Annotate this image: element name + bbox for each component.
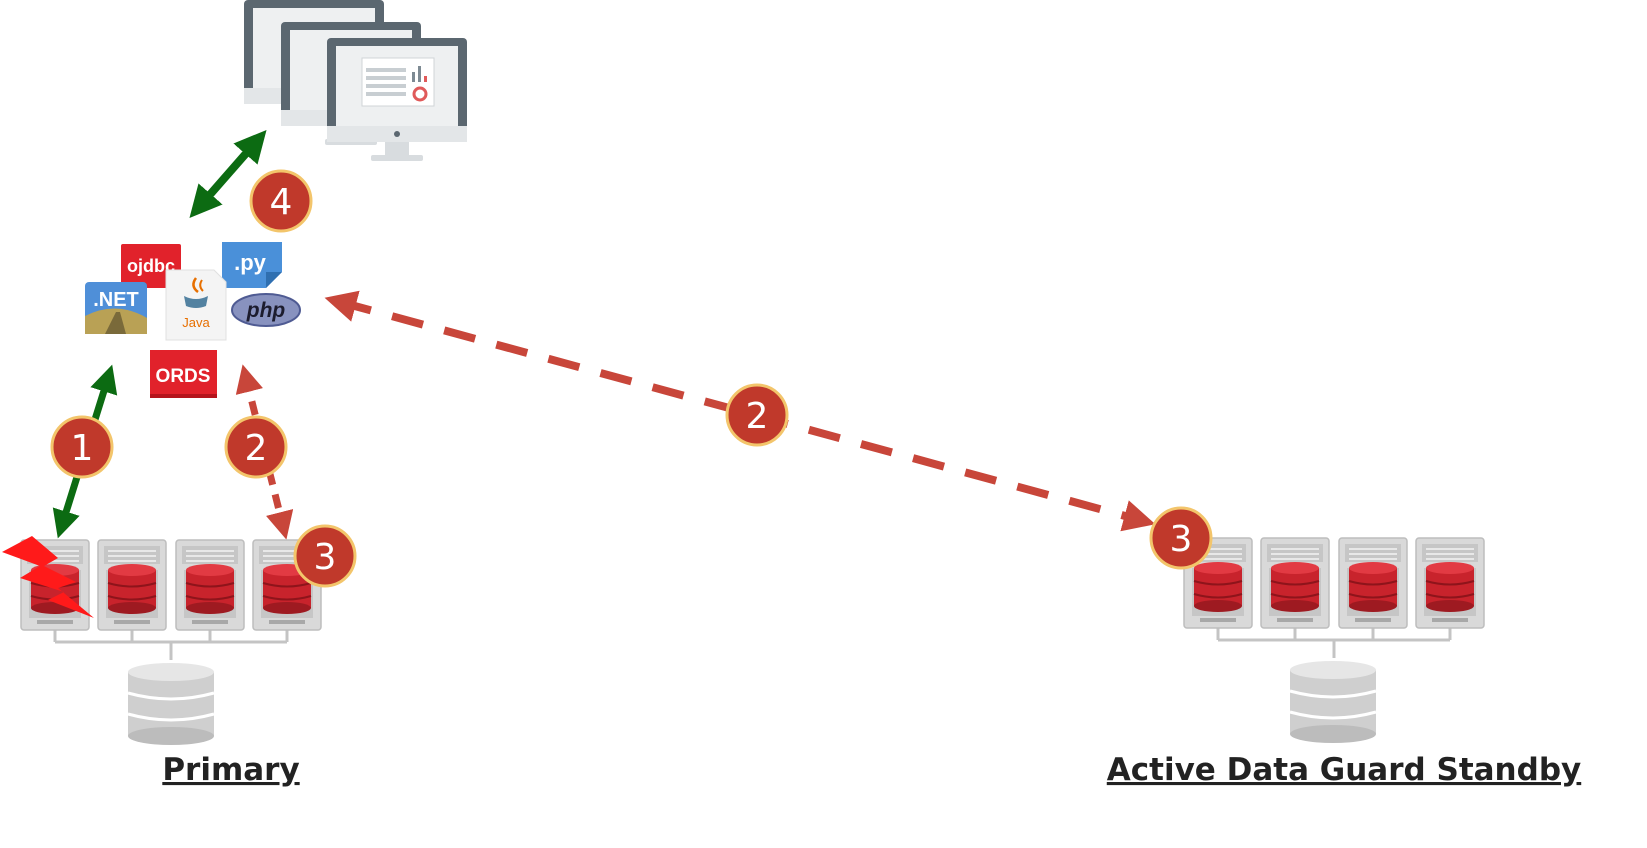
primary-node-server xyxy=(175,539,245,631)
primary-label: Primary xyxy=(162,752,299,788)
step-badge-3-primary: 3 xyxy=(293,524,357,588)
primary-interconnect xyxy=(53,628,289,660)
php-icon: php xyxy=(231,293,301,327)
step-badge-4: 4 xyxy=(249,169,313,233)
standby-node-server xyxy=(1338,537,1408,629)
standby-label: Active Data Guard Standby xyxy=(1107,752,1581,788)
step-number: 3 xyxy=(314,537,337,578)
standby-cluster: Active Data Guard Standby xyxy=(1107,537,1581,788)
step-badge-1: 1 xyxy=(50,415,114,479)
dotnet-label: .NET xyxy=(93,289,139,311)
step-badge-3-standby: 3 xyxy=(1149,506,1213,570)
php-label: php xyxy=(246,299,286,322)
primary-cluster: Primary xyxy=(2,536,322,788)
primary-node-server xyxy=(97,539,167,631)
standby-node-server xyxy=(1260,537,1330,629)
driver-icons: ojdbc .py .NET Java php ORDS xyxy=(85,242,301,398)
step-number: 2 xyxy=(245,428,268,469)
connection-arrow-clients xyxy=(189,129,267,219)
failover-arrow-standby xyxy=(324,290,1156,532)
ojdbc-label: ojdbc xyxy=(127,256,175,276)
failure-lightning-icon xyxy=(2,536,94,618)
standby-node-server xyxy=(1415,537,1485,629)
ords-label: ORDS xyxy=(156,366,211,387)
java-icon: Java xyxy=(165,269,227,341)
standby-storage-icon xyxy=(1288,659,1378,745)
step-badge-2-standby: 2 xyxy=(725,383,789,447)
standby-interconnect xyxy=(1216,626,1452,658)
ords-icon: ORDS xyxy=(150,350,217,398)
dotnet-icon: .NET xyxy=(85,282,147,334)
monitor-icon xyxy=(327,38,467,161)
step-number: 2 xyxy=(746,396,769,437)
step-number: 1 xyxy=(71,428,94,469)
step-number: 4 xyxy=(270,182,293,223)
primary-storage-icon xyxy=(126,661,216,747)
step-number: 3 xyxy=(1170,519,1193,560)
java-label: Java xyxy=(182,315,210,330)
client-monitors xyxy=(244,0,467,161)
step-badge-2-primary: 2 xyxy=(224,415,288,479)
python-icon: .py xyxy=(222,242,282,288)
python-label: .py xyxy=(234,250,267,275)
